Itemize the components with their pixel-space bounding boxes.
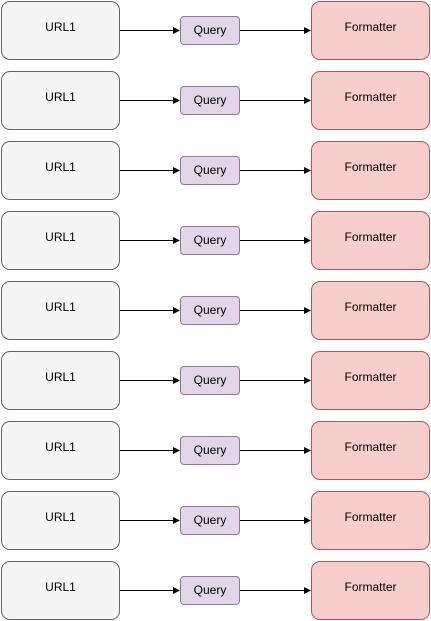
formatter-node: Formatter (311, 281, 430, 340)
arrow-url-to-query-arrowhead (173, 517, 180, 524)
query-node-label: Query (193, 93, 227, 107)
arrow-query-to-formatter-arrowhead (304, 517, 311, 524)
arrow-query-to-formatter (240, 517, 311, 524)
source-node-url1: URL1 (1, 211, 120, 270)
query-node: Query (180, 86, 240, 115)
formatter-node-label: Formatter (344, 580, 397, 594)
arrow-url-to-query-arrowhead (173, 447, 180, 454)
arrow-url-to-query-arrowhead (173, 587, 180, 594)
formatter-node: Formatter (311, 141, 430, 200)
query-node: Query (180, 16, 240, 45)
arrow-query-to-formatter (240, 27, 311, 34)
formatter-node-label: Formatter (344, 230, 397, 244)
formatter-node-label: Formatter (344, 510, 397, 524)
formatter-node-label: Formatter (344, 20, 397, 34)
source-node-url1-label: URL1 (45, 580, 76, 594)
arrow-url-to-query-arrowhead (173, 237, 180, 244)
query-node: Query (180, 436, 240, 465)
formatter-node-label: Formatter (344, 90, 397, 104)
arrow-url-to-query-arrowhead (173, 307, 180, 314)
arrow-url-to-query (120, 307, 180, 314)
arrow-query-to-formatter-arrowhead (304, 447, 311, 454)
query-node: Query (180, 296, 240, 325)
source-node-url1-label: URL1 (45, 230, 76, 244)
arrow-url-to-query (120, 447, 180, 454)
source-node-url1: URL1 (1, 561, 120, 620)
arrow-query-to-formatter (240, 307, 311, 314)
arrow-url-to-query (120, 517, 180, 524)
query-node-label: Query (193, 303, 227, 317)
source-node-url1-label: URL1 (45, 370, 76, 384)
source-node-url1: URL1 (1, 491, 120, 550)
formatter-node-label: Formatter (344, 440, 397, 454)
formatter-node: Formatter (311, 351, 430, 410)
arrow-query-to-formatter (240, 377, 311, 384)
arrow-query-to-formatter-arrowhead (304, 237, 311, 244)
arrow-url-to-query-arrowhead (173, 377, 180, 384)
arrow-url-to-query-arrowhead (173, 97, 180, 104)
arrow-url-to-query (120, 27, 180, 34)
query-node-label: Query (193, 443, 227, 457)
source-node-url1-label: URL1 (45, 160, 76, 174)
formatter-node: Formatter (311, 561, 430, 620)
arrow-query-to-formatter (240, 237, 311, 244)
formatter-node-label: Formatter (344, 300, 397, 314)
query-node-label: Query (193, 583, 227, 597)
query-node-label: Query (193, 373, 227, 387)
source-node-url1: URL1 (1, 71, 120, 130)
arrow-query-to-formatter (240, 587, 311, 594)
query-node: Query (180, 226, 240, 255)
formatter-node-label: Formatter (344, 370, 397, 384)
source-node-url1-label: URL1 (45, 440, 76, 454)
arrow-query-to-formatter-arrowhead (304, 27, 311, 34)
source-node-url1: URL1 (1, 281, 120, 340)
query-node-label: Query (193, 513, 227, 527)
source-node-url1-label: URL1 (45, 20, 76, 34)
arrow-query-to-formatter-arrowhead (304, 587, 311, 594)
arrow-query-to-formatter-arrowhead (304, 167, 311, 174)
query-node: Query (180, 156, 240, 185)
arrow-query-to-formatter (240, 167, 311, 174)
arrow-url-to-query (120, 587, 180, 594)
query-node-label: Query (193, 233, 227, 247)
query-node-label: Query (193, 23, 227, 37)
arrow-url-to-query-arrowhead (173, 167, 180, 174)
formatter-node: Formatter (311, 71, 430, 130)
formatter-node-label: Formatter (344, 160, 397, 174)
arrow-url-to-query-arrowhead (173, 27, 180, 34)
arrow-query-to-formatter-arrowhead (304, 97, 311, 104)
query-node-label: Query (193, 163, 227, 177)
query-node: Query (180, 576, 240, 605)
formatter-node: Formatter (311, 491, 430, 550)
arrow-query-to-formatter-arrowhead (304, 377, 311, 384)
source-node-url1: URL1 (1, 141, 120, 200)
formatter-node: Formatter (311, 1, 430, 60)
arrow-url-to-query (120, 97, 180, 104)
arrow-query-to-formatter (240, 447, 311, 454)
source-node-url1-label: URL1 (45, 510, 76, 524)
query-node: Query (180, 506, 240, 535)
arrow-url-to-query (120, 237, 180, 244)
arrow-query-to-formatter (240, 97, 311, 104)
source-node-url1-label: URL1 (45, 300, 76, 314)
source-node-url1-label: URL1 (45, 90, 76, 104)
formatter-node: Formatter (311, 421, 430, 480)
formatter-node: Formatter (311, 211, 430, 270)
source-node-url1: URL1 (1, 1, 120, 60)
source-node-url1: URL1 (1, 421, 120, 480)
arrow-url-to-query (120, 167, 180, 174)
query-node: Query (180, 366, 240, 395)
arrow-url-to-query (120, 377, 180, 384)
source-node-url1: URL1 (1, 351, 120, 410)
arrow-query-to-formatter-arrowhead (304, 307, 311, 314)
